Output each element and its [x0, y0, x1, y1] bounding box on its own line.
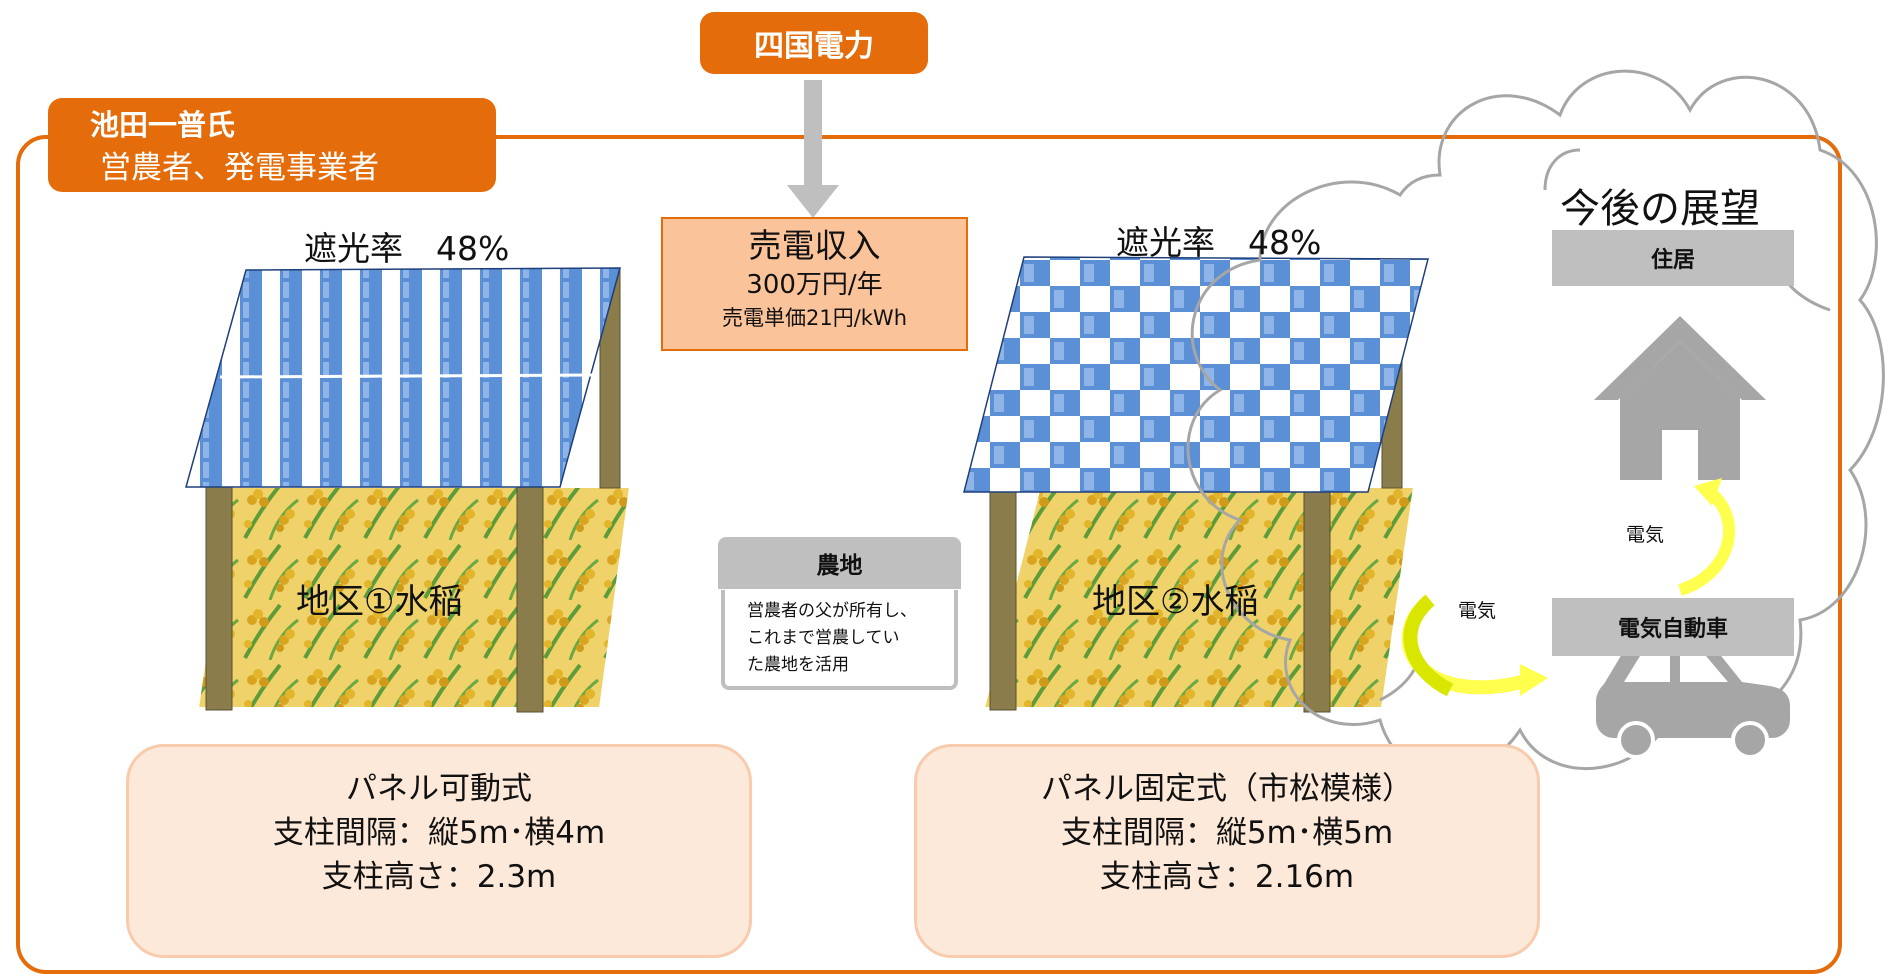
farmland-title-box: 農地 [718, 537, 961, 589]
farmland-line-1: 営農者の父が所有し、 [747, 601, 917, 621]
plot1-spec-box: パネル可動式 支柱間隔：縦5m･横4m 支柱高さ：2.3m [126, 744, 752, 958]
down-arrow-shaft [804, 80, 822, 190]
outlook-title: 今後の展望 [1560, 186, 1760, 232]
electricity-label-top: 電気 [1626, 524, 1665, 546]
plot2-spec-height: 支柱高さ：2.16m [1099, 859, 1355, 895]
owner-label-box: 池田一普氏 営農者、発電事業者 [48, 98, 496, 192]
plot2-structure [963, 256, 1429, 713]
plot2-crop-label: 地区②水稲 [1092, 582, 1259, 622]
farmland-desc-box: 営農者の父が所有し、 これまで営農してい た農地を活用 [721, 590, 958, 690]
revenue-amount: 300万円/年 [746, 270, 883, 300]
house-label: 住居 [1650, 248, 1695, 273]
farmland-line-3: た農地を活用 [747, 655, 849, 675]
plot2-post-front-left [989, 479, 1017, 711]
plot1-post-front-right [516, 479, 544, 713]
plot1-spec-type: パネル可動式 [346, 771, 532, 807]
electricity-label-left: 電気 [1458, 600, 1497, 622]
plot2-spec-box: パネル固定式（市松模様） 支柱間隔：縦5m･横5m 支柱高さ：2.16m [914, 744, 1540, 958]
cycle-arrow-icon [1401, 478, 1736, 697]
plot2-spec-spacing: 支柱間隔：縦5m･横5m [1060, 815, 1394, 851]
plot1-shading-rate: 遮光率 48% [304, 229, 510, 268]
revenue-title: 売電収入 [748, 226, 881, 265]
owner-name: 池田一普氏 [90, 108, 236, 142]
revenue-box: 売電収入 300万円/年 売電単価21円/kWh [661, 217, 968, 351]
plot2-shading-rate: 遮光率 48% [1116, 223, 1322, 262]
plot1-crop-label: 地区①水稲 [296, 582, 463, 622]
owner-role: 営農者、発電事業者 [100, 150, 379, 186]
plot2-solar-panel [963, 256, 1429, 493]
down-arrow-icon [787, 185, 839, 218]
farmland-line-2: これまで営農してい [747, 628, 900, 648]
power-company-label: 四国電力 [754, 29, 874, 64]
ev-label-box: 電気自動車 [1552, 598, 1794, 656]
plot1-structure [185, 267, 632, 713]
house-icon [1594, 316, 1766, 480]
power-company-label-box: 四国電力 [700, 12, 928, 74]
plot1-spec-spacing: 支柱間隔：縦5m･横4m [272, 815, 606, 851]
plot2-post-front-right [1303, 479, 1331, 713]
plot1-spec-height: 支柱高さ：2.3m [321, 859, 557, 895]
main-frame [16, 135, 1842, 974]
car-icon [1596, 642, 1790, 759]
farmland-title: 農地 [816, 553, 863, 579]
plot2-spec-type: パネル固定式（市松模様） [1041, 771, 1413, 807]
plot1-post-front-left [205, 479, 233, 711]
revenue-unit-price: 売電単価21円/kWh [721, 306, 908, 330]
ev-label: 電気自動車 [1617, 617, 1728, 642]
house-label-box: 住居 [1552, 230, 1794, 286]
